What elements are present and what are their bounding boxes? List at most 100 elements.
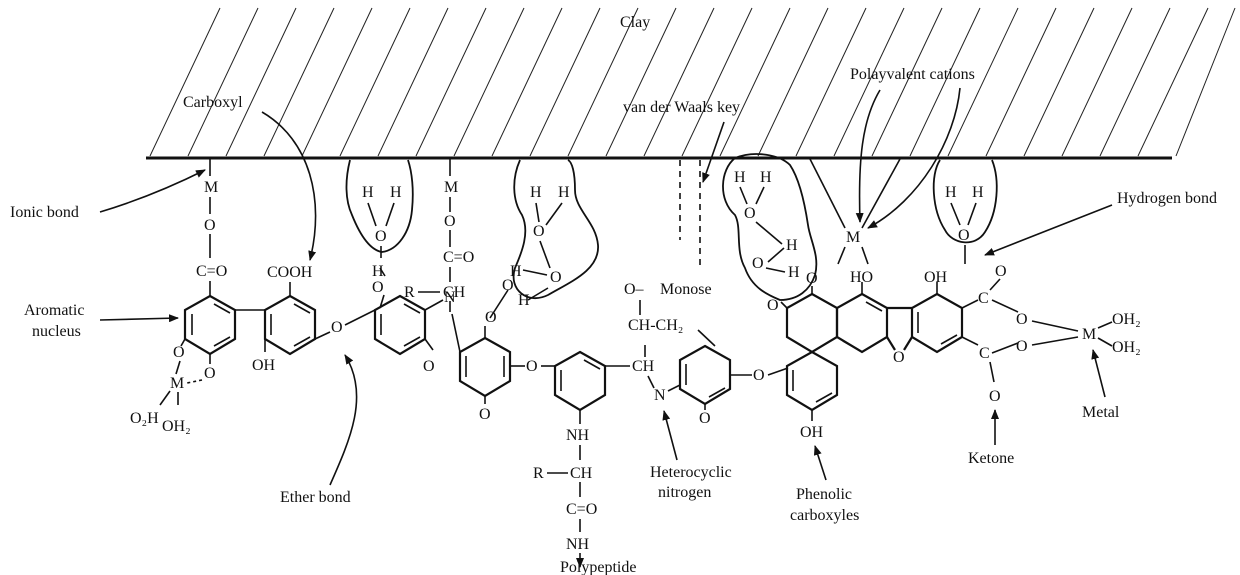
atom-ch: CH [632, 358, 655, 375]
hydrogen-bond-arrow [984, 204, 1113, 256]
carboxyl-label: Carboxyl [183, 94, 243, 111]
van-der-waals-arrow [702, 121, 725, 183]
ring-9-inner-bond [842, 340, 860, 351]
atom-ch: CH [570, 465, 593, 482]
bond [314, 331, 331, 340]
atom-o: O [375, 228, 387, 245]
ring-3-inner-bond [403, 336, 421, 347]
ring-10-inner-bond [940, 334, 958, 345]
aromatic-ring-1 [183, 294, 237, 356]
ring-1-inner-bond [213, 303, 231, 314]
atom-m: M [846, 229, 860, 246]
atom-nh: NH [566, 536, 590, 553]
bond [175, 360, 181, 375]
atom-h: H [734, 169, 746, 186]
bond [767, 247, 785, 263]
aromatic-ring-10 [910, 292, 964, 354]
ring-10-hexagon [910, 292, 964, 354]
aromatic-ring-2 [263, 294, 317, 356]
polypeptide-label: Polypeptide [560, 559, 636, 575]
van-der-waals-label: van der Waals key [623, 99, 740, 116]
ketone-label: Ketone [968, 450, 1014, 467]
bond [1031, 320, 1079, 332]
phenolic-label-line-1: Phenolic [796, 486, 852, 503]
aromatic-nucleus-label-line-2: nucleus [32, 323, 81, 340]
atom-oh: OH [924, 269, 948, 286]
bond [991, 299, 1019, 313]
atom-h: H [760, 169, 772, 186]
atom-m: M [204, 179, 218, 196]
atom-cooh: COOH [267, 264, 313, 281]
water-blob-outline [932, 159, 998, 244]
ionic-bond-arrow [99, 169, 206, 213]
atom-r: R [404, 284, 415, 301]
phenolic-arrow [813, 445, 827, 481]
atom-o: O [204, 217, 216, 234]
bond [809, 158, 846, 229]
atom-c-eq-o: C=O [443, 249, 474, 266]
bond [991, 342, 1019, 354]
furan-bond [886, 336, 896, 351]
atom-oh2: OH₂ [1112, 311, 1141, 328]
atom-o: O [423, 358, 435, 375]
atom-o: O [893, 349, 905, 366]
water-blob-4: H H O [932, 159, 998, 244]
clay-hatch-line [1099, 7, 1171, 157]
atom-o: O [989, 388, 1001, 405]
heterocyclic-label-line-1: Heterocyclic [650, 464, 732, 481]
clay-hatch-line [681, 7, 753, 157]
bond [186, 379, 203, 384]
ether-bond-label: Ether bond [280, 489, 351, 506]
clay-surface: Clay [146, 7, 1236, 160]
ring-9-hexagon [835, 292, 889, 354]
ring-9-inner-bond [865, 301, 883, 312]
atom-o: O [1016, 311, 1028, 328]
atom-m: M [444, 179, 458, 196]
bond [739, 186, 748, 205]
bond [424, 299, 444, 311]
atom-o: O [752, 255, 764, 272]
bond [647, 375, 655, 389]
water-blob-outline [722, 153, 818, 301]
clay-hatch-line [529, 7, 601, 157]
aromatic-ring-8 [785, 292, 839, 354]
ring-4-hexagon [458, 336, 512, 398]
atom-h: H [786, 237, 798, 254]
clay-hatch-line [453, 7, 525, 157]
bond [1097, 321, 1113, 329]
clay-hatch-line [985, 7, 1057, 157]
bond [667, 384, 681, 392]
clay-hatch-line [1175, 7, 1236, 157]
ring-2-hexagon [263, 294, 317, 356]
atom-o: O [331, 319, 343, 336]
clay-hatch-line [339, 7, 411, 157]
ether-bond-line [344, 309, 376, 326]
atom-o: O [526, 358, 538, 375]
bond [755, 221, 783, 245]
heterocyclic-arrow [662, 410, 678, 461]
atom-n: N [444, 289, 456, 306]
atom-o: O [372, 279, 384, 296]
metal-arrow [1091, 349, 1106, 398]
clay-hatch-line [567, 7, 639, 157]
atom-h: H [530, 184, 542, 201]
atom-c-eq-o: C=O [196, 263, 227, 280]
bond [950, 202, 961, 226]
bond [780, 301, 788, 309]
clay-hatch-line [757, 7, 829, 157]
clay-hatch-line [833, 7, 905, 157]
bond [545, 202, 563, 226]
bond [535, 202, 540, 223]
ionic-bond-label: Ionic bond [10, 204, 79, 221]
bond [765, 267, 786, 273]
bond [1097, 337, 1113, 347]
atom-oh2: OH₂ [162, 418, 191, 435]
bond [539, 240, 551, 269]
clay-hatch-line [1023, 7, 1095, 157]
ring-6-inner-bond [708, 387, 726, 398]
atom-h: H [788, 264, 800, 281]
polyvalent-arrow-2 [867, 87, 961, 229]
ring-1-inner-bond [213, 336, 231, 347]
clay-hatch-line [947, 7, 1019, 157]
